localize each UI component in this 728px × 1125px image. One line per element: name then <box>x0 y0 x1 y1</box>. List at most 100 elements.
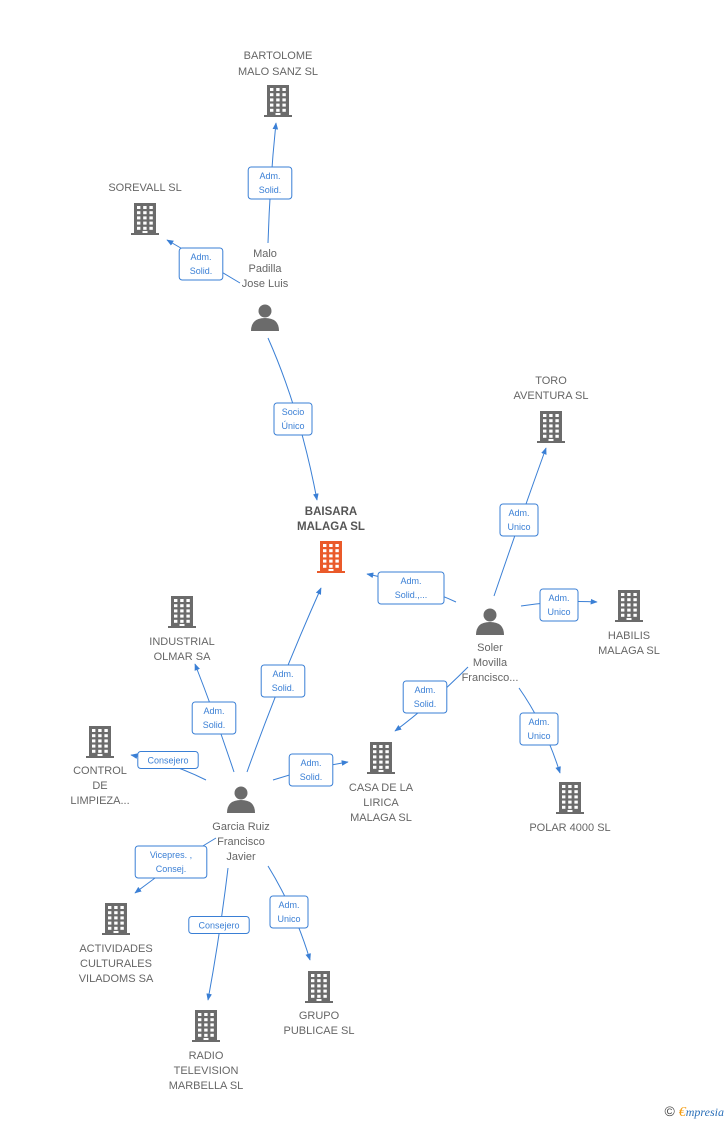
edge-label-box <box>499 503 539 537</box>
edge-garcia-control[interactable]: Consejero <box>130 751 207 781</box>
edge-soler-habilis[interactable]: Adm.Unico <box>520 588 598 622</box>
edge-label: Unico <box>277 914 300 924</box>
node-label: INDUSTRIAL <box>149 636 214 648</box>
empresia-logo-e: € <box>678 1105 686 1120</box>
node-label: VILADOMS SA <box>79 973 154 985</box>
node-label: DE <box>92 780 107 792</box>
edge-label: Adm. <box>278 900 299 910</box>
node-actividades[interactable]: ACTIVIDADES CULTURALES VILADOMS SA <box>79 903 154 985</box>
node-control[interactable]: CONTROL DE LIMPIEZA... <box>70 726 130 807</box>
node-label: RADIO <box>189 1050 224 1062</box>
edge-label: Solid.,... <box>395 590 428 600</box>
edge-label: Consej. <box>156 864 187 874</box>
edge-label-box <box>539 588 579 622</box>
edge-label: Adm. <box>190 252 211 262</box>
edge-label: Adm. <box>400 576 421 586</box>
building-icon <box>102 903 130 935</box>
edge-label: Vicepres. , <box>150 850 192 860</box>
edge-label: Unico <box>507 522 530 532</box>
edge-label: Unico <box>527 731 550 741</box>
edge-label-box <box>402 680 448 714</box>
node-grupo[interactable]: GRUPO PUBLICAE SL <box>284 971 355 1037</box>
edge-label: Único <box>281 421 304 431</box>
building-icon <box>305 971 333 1003</box>
node-label: TORO <box>535 375 567 387</box>
building-icon <box>317 541 345 573</box>
edge-label: Solid. <box>414 699 437 709</box>
node-soler[interactable]: SolerMovillaFrancisco... <box>462 608 519 685</box>
node-label: MALAGA SL <box>598 645 660 657</box>
node-label: Garcia Ruiz <box>212 821 269 833</box>
edge-garcia-baisara[interactable]: Adm. Solid. <box>246 587 322 773</box>
edge-garcia-casa[interactable]: Adm. Solid. <box>272 753 349 787</box>
edge-garcia-radio[interactable]: Consejero <box>188 867 250 1001</box>
node-polar[interactable]: POLAR 4000 SL <box>529 782 611 834</box>
edge-garcia-industrial[interactable]: Adm.Solid. <box>191 663 237 773</box>
node-label: TELEVISION <box>174 1065 239 1077</box>
edge-label: Solid. <box>272 683 295 693</box>
edge-label-box <box>269 895 309 929</box>
node-label: MARBELLA SL <box>169 1080 244 1092</box>
edge-label: Unico <box>547 607 570 617</box>
edge-label-box <box>377 571 445 605</box>
node-label: MALO SANZ SL <box>238 66 318 78</box>
edge-garcia-grupo[interactable]: Adm. Unico <box>267 865 311 961</box>
node-label: ACTIVIDADES <box>79 943 152 955</box>
node-label: AVENTURA SL <box>514 390 589 402</box>
node-label: CULTURALES <box>80 958 152 970</box>
edge-soler-casa[interactable]: Adm. Solid. <box>394 666 469 732</box>
edge-label: Adm. <box>300 758 321 768</box>
node-label: LIRICA <box>363 797 399 809</box>
edge-label: Socio <box>282 407 305 417</box>
node-label: Malo <box>253 248 277 260</box>
node-label: Padilla <box>248 263 282 275</box>
building-icon <box>556 782 584 814</box>
edge-garcia-actividades[interactable]: Vicepres. , Consej. <box>134 837 217 894</box>
node-toro[interactable]: TORO AVENTURA SL <box>514 375 589 443</box>
empresia-brand[interactable]: ©€mpresia <box>664 1103 724 1121</box>
node-label: MALAGA SL <box>297 521 365 533</box>
edge-malo-bartolome[interactable]: Adm.Solid. <box>247 122 293 244</box>
building-icon <box>192 1010 220 1042</box>
building-icon <box>131 203 159 235</box>
building-icon <box>615 590 643 622</box>
node-bartolome[interactable]: BARTOLOME MALO SANZ SL <box>238 50 318 117</box>
nodes-layer: BARTOLOME MALO SANZ SL SOREVALL SL MaloPadi… <box>70 50 660 1092</box>
node-label: PUBLICAE SL <box>284 1025 355 1037</box>
node-habilis[interactable]: HABILIS MALAGA SL <box>598 590 660 657</box>
edge-malo-sorevall[interactable]: Adm. Solid. <box>166 239 241 284</box>
edge-label: Solid. <box>300 772 323 782</box>
edge-soler-baisara[interactable]: Adm. Solid.,... <box>366 571 457 605</box>
node-sorevall[interactable]: SOREVALL SL <box>108 182 182 235</box>
node-label: Javier <box>226 851 256 863</box>
edge-label: Solid. <box>190 266 213 276</box>
node-label: LIMPIEZA... <box>70 795 129 807</box>
edge-label-box <box>273 402 313 436</box>
node-label: MALAGA SL <box>350 812 412 824</box>
node-label: BAISARA <box>305 506 357 518</box>
edge-label: Solid. <box>259 185 282 195</box>
empresia-logo-text: mpresia <box>685 1105 724 1119</box>
node-label: CONTROL <box>73 765 127 777</box>
node-radio[interactable]: RADIO TELEVISION MARBELLA SL <box>169 1010 244 1092</box>
edge-label-box <box>137 751 199 769</box>
node-label: GRUPO <box>299 1010 340 1022</box>
edge-label-box <box>191 701 237 735</box>
edge-label: Consejero <box>198 921 239 931</box>
edge-soler-toro[interactable]: Adm.Unico <box>493 447 547 597</box>
node-label: BARTOLOME <box>244 50 313 62</box>
edge-label-box <box>134 845 208 879</box>
node-label: HABILIS <box>608 630 650 642</box>
node-label: POLAR 4000 SL <box>529 822 610 834</box>
edge-soler-polar[interactable]: Adm.Unico <box>518 687 561 774</box>
node-label: Movilla <box>473 657 508 669</box>
edge-label: Adm. <box>414 685 435 695</box>
node-baisara[interactable]: BAISARA MALAGA SL <box>297 506 365 573</box>
edge-label-box <box>288 753 334 787</box>
